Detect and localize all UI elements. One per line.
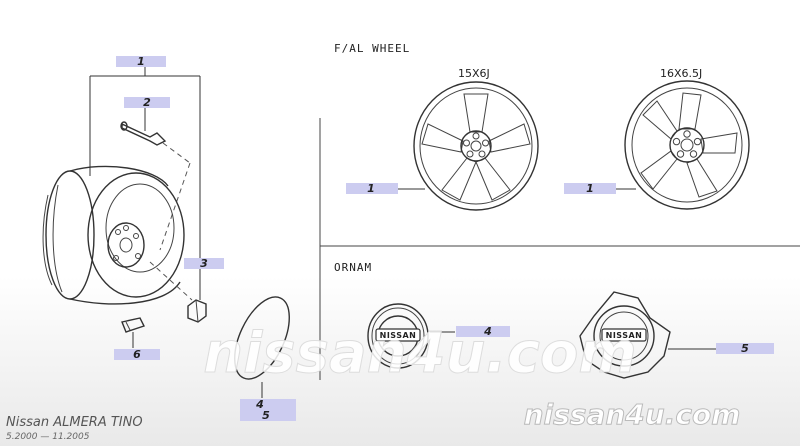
- svg-text:5: 5: [262, 409, 270, 422]
- seal-ring-icon: [234, 296, 290, 398]
- callout-2: 2: [124, 96, 170, 109]
- center-cap-round-icon: NISSAN: [367, 303, 429, 369]
- section-title-wheel: F/AL WHEEL: [334, 42, 410, 55]
- model-dates: 5.2000 — 11.2005: [6, 432, 90, 442]
- svg-text:4: 4: [483, 325, 492, 338]
- watermark-center: nissan4u.com: [203, 321, 637, 386]
- svg-text:1: 1: [137, 55, 145, 68]
- callout-ornament-star: 5: [668, 342, 774, 355]
- callout-wheel-16: 1: [564, 182, 636, 195]
- nissan-logo-text: NISSAN: [380, 331, 417, 340]
- svg-text:6: 6: [133, 348, 141, 361]
- wheel-size-16: 16X6.5J: [660, 67, 702, 80]
- wheel-size-15: 15X6J: [458, 67, 490, 80]
- alloy-wheel-16-icon: [624, 80, 750, 210]
- callout-wheel-15: 1: [346, 182, 425, 195]
- callout-5-bottom: 5: [240, 409, 296, 422]
- balance-weight-icon: [121, 317, 145, 348]
- watermark-corner: nissan4u.com: [524, 398, 741, 431]
- model-name: Nissan ALMERA TINO: [6, 415, 143, 430]
- valve-icon: [120, 108, 167, 146]
- section-title-ornament: ORNAM: [334, 261, 372, 274]
- wheel-assembly-drawing: [42, 66, 290, 398]
- svg-text:5: 5: [741, 342, 749, 355]
- svg-text:4: 4: [255, 398, 264, 411]
- callout-3: 3: [184, 257, 224, 270]
- svg-text:1: 1: [367, 182, 375, 195]
- center-cap-star-icon: NISSAN: [579, 291, 671, 379]
- callout-4-bottom: 4: [240, 398, 296, 411]
- nissan-logo-text-2: NISSAN: [606, 331, 643, 340]
- lug-nut-icon: [149, 261, 207, 323]
- svg-text:1: 1: [586, 182, 594, 195]
- alloy-wheel-15-icon: [413, 81, 539, 211]
- callout-6: 6: [114, 348, 160, 361]
- callout-1: 1: [116, 55, 166, 68]
- svg-text:3: 3: [200, 257, 208, 270]
- svg-text:2: 2: [143, 96, 151, 109]
- callout-ornament-round: 4: [430, 325, 510, 338]
